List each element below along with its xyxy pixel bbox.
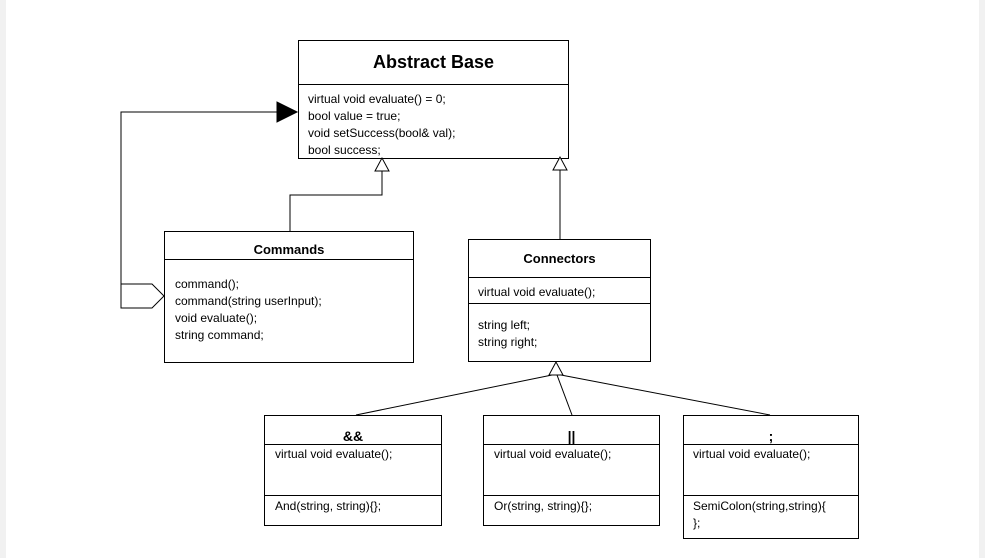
abstract-base-class: Abstract Base virtual void evaluate() = … (298, 40, 569, 159)
and-constructor-line: And(string, string){}; (275, 499, 382, 513)
and-divider-bottom (265, 495, 441, 496)
or-constructor: Or(string, string){}; (494, 498, 592, 515)
or-title: || (567, 428, 576, 444)
connectors-class: Connectors virtual void evaluate(); stri… (468, 239, 651, 362)
semicolon-constructor-line: SemiColon(string,string){ (693, 499, 826, 513)
semicolon-constructor-line: }; (693, 516, 701, 530)
commands-title: Commands (253, 242, 325, 257)
commands-members-line: command(); (175, 277, 240, 291)
connectors-methods: virtual void evaluate(); (478, 284, 595, 301)
commands-class: Commands command(); command(string userIn… (164, 231, 414, 363)
and-class: && virtual void evaluate(); And(string, … (264, 415, 442, 526)
commands-members-line: command(string userInput); (175, 294, 322, 308)
commands-divider (165, 259, 413, 260)
commands-members: command(); command(string userInput); void… (175, 276, 322, 344)
and-constructor: And(string, string){}; (275, 498, 381, 515)
semicolon-divider-top (684, 444, 858, 445)
connectors-fields: string left; string right; (478, 317, 537, 351)
abstract-base-members-line: void setSuccess(bool& val); (308, 126, 456, 140)
or-methods-line: virtual void evaluate(); (494, 447, 612, 461)
and-methods-line: virtual void evaluate(); (275, 447, 393, 461)
connectors-methods-line: virtual void evaluate(); (478, 285, 596, 299)
or-class: || virtual void evaluate(); Or(string, s… (483, 415, 660, 526)
semicolon-title: ; (768, 428, 774, 444)
abstract-base-divider (299, 84, 568, 85)
or-divider-bottom (484, 495, 659, 496)
abstract-base-members-line: bool value = true; (308, 109, 401, 123)
and-divider-top (265, 444, 441, 445)
semicolon-methods: virtual void evaluate(); (693, 446, 810, 463)
semicolon-constructor: SemiColon(string,string){}; (693, 498, 826, 532)
semicolon-divider-bottom (684, 495, 858, 496)
commands-members-line: void evaluate(); (175, 311, 258, 325)
semicolon-methods-line: virtual void evaluate(); (693, 447, 811, 461)
or-divider-top (484, 444, 659, 445)
and-title: && (342, 428, 364, 444)
commands-members-line: string command; (175, 328, 264, 342)
connectors-fields-line: string right; (478, 335, 538, 349)
abstract-base-members: virtual void evaluate() = 0; bool value =… (308, 91, 455, 159)
connectors-divider-top (469, 277, 650, 278)
connectors-title: Connectors (523, 251, 596, 266)
semicolon-class: ; virtual void evaluate(); SemiColon(str… (683, 415, 859, 539)
abstract-base-title: Abstract Base (372, 52, 495, 72)
or-methods: virtual void evaluate(); (494, 446, 611, 463)
or-constructor-line: Or(string, string){}; (494, 499, 593, 513)
abstract-base-members-line: bool success; (308, 143, 381, 157)
and-methods: virtual void evaluate(); (275, 446, 392, 463)
connectors-divider-bottom (469, 303, 650, 304)
connectors-fields-line: string left; (478, 318, 531, 332)
abstract-base-members-line: virtual void evaluate() = 0; (308, 92, 446, 106)
